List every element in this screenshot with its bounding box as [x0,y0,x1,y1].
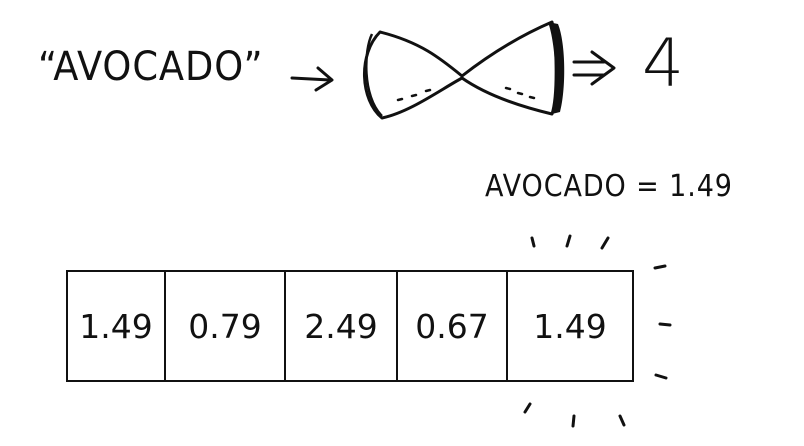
array-cell: 2.49 [284,270,396,382]
highlight-marks [523,234,672,428]
array-cell: 0.67 [396,270,506,382]
input-arrow [290,66,334,92]
array-cell-highlighted: 1.49 [506,270,634,382]
input-key-label: “AVOCADO” [38,44,264,90]
hash-output-value: 4 [642,25,684,102]
array-cell: 1.49 [66,270,164,382]
hash-function-icon [363,20,565,120]
price-annotation: AVOCADO = 1.49 [485,169,733,204]
output-arrow [572,50,616,86]
array-cell: 0.79 [164,270,284,382]
